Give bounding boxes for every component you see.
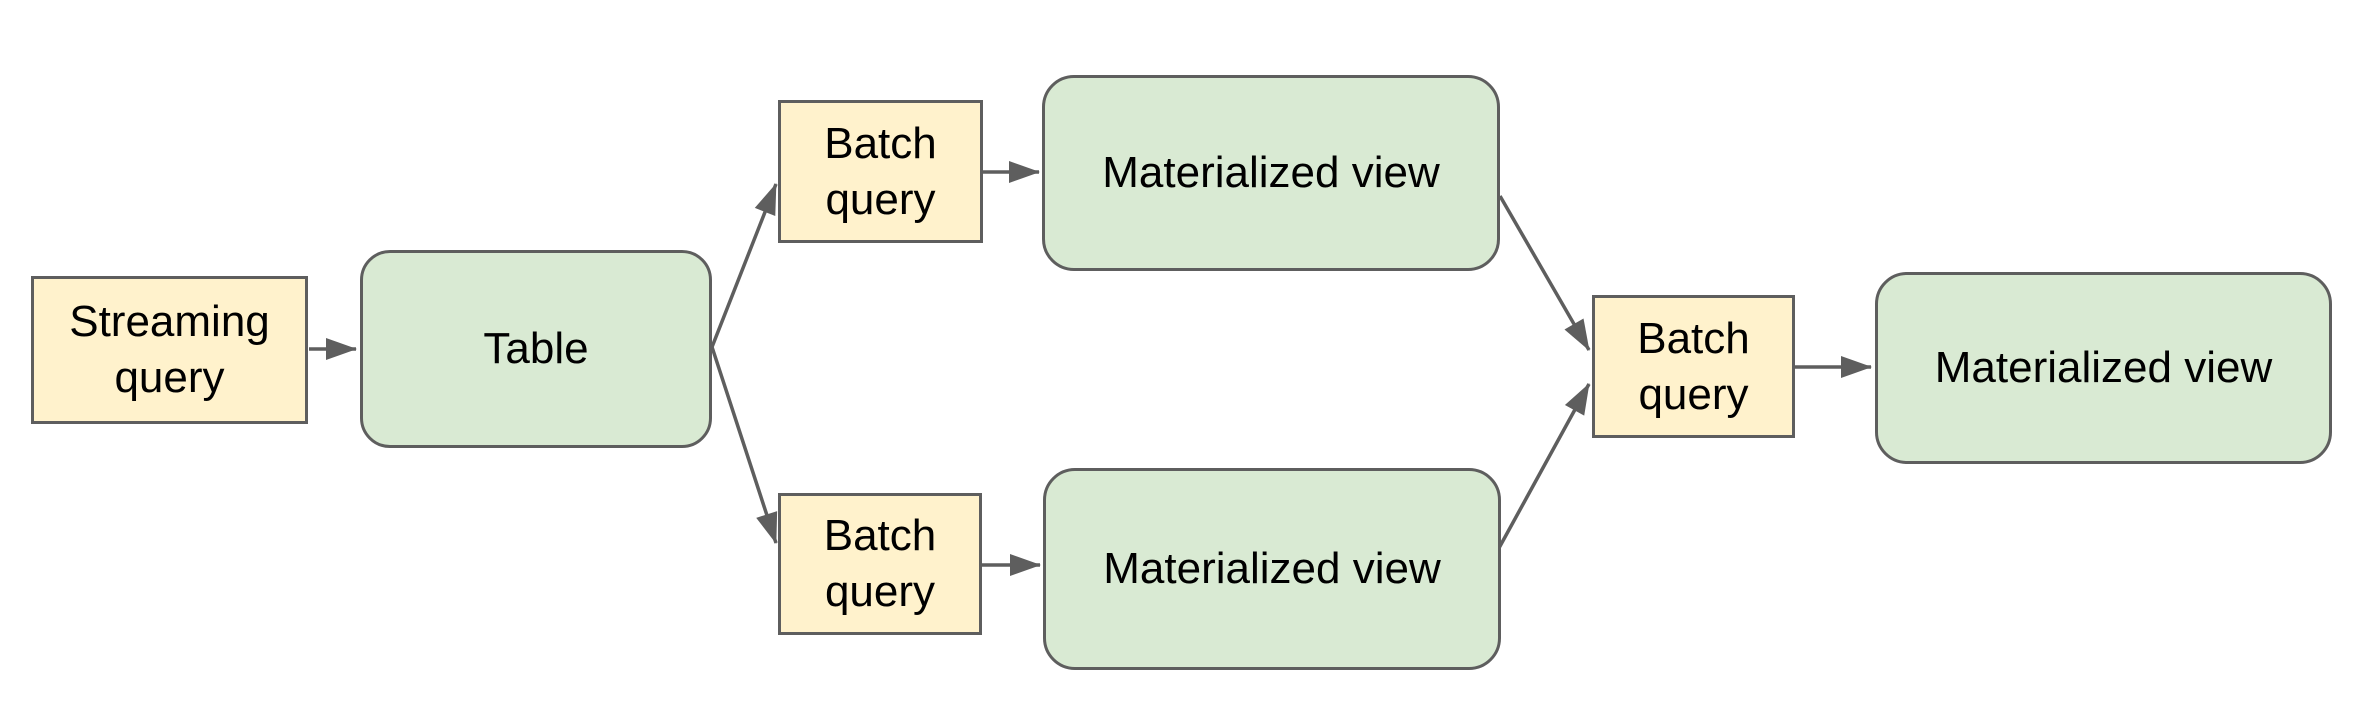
edge-table-to-batch-query-top xyxy=(710,183,778,348)
node-batch-query-bottom: Batch query xyxy=(778,493,982,635)
node-batch-query-right: Batch query xyxy=(1592,295,1795,438)
node-streaming-query: Streaming query xyxy=(31,276,308,424)
node-batch-query-bottom-label: Batch query xyxy=(823,511,937,616)
node-materialized-view-top: Materialized view xyxy=(1042,75,1500,271)
node-materialized-view-top-label: Materialized view xyxy=(1102,148,1440,198)
node-materialized-view-right-label: Materialized view xyxy=(1934,343,2273,393)
node-materialized-view-bottom-label: Materialized view xyxy=(1103,544,1441,594)
node-batch-query-right-label: Batch query xyxy=(1637,313,1750,419)
node-streaming-query-label: Streaming query xyxy=(69,297,270,402)
edge-materialized-view-bottom-to-batch-query-right xyxy=(1497,383,1591,549)
node-materialized-view-right: Materialized view xyxy=(1875,272,2332,464)
edge-table-to-batch-query-bottom xyxy=(710,346,778,544)
node-batch-query-top-label: Batch query xyxy=(824,118,937,224)
edge-materialized-view-top-to-batch-query-right xyxy=(1498,195,1591,351)
node-materialized-view-bottom: Materialized view xyxy=(1043,468,1501,670)
node-table: Table xyxy=(360,250,712,448)
node-batch-query-top: Batch query xyxy=(778,100,983,243)
node-table-label: Table xyxy=(483,324,589,374)
